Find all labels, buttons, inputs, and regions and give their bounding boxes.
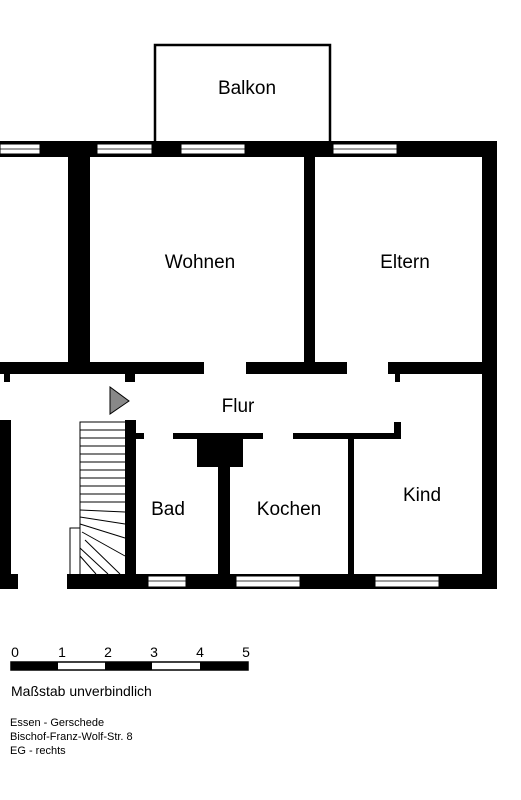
- wall-flur-lower-1: [173, 433, 263, 439]
- scale-tick-3: 3: [150, 644, 158, 660]
- room-label-bad: Bad: [151, 499, 185, 520]
- window-bottom-2: [235, 575, 301, 588]
- wall-wohnen-eltern: [304, 141, 315, 373]
- address-floor: EG - rechts: [10, 745, 66, 757]
- top-wall: [0, 141, 497, 157]
- window-bottom-1: [147, 575, 187, 588]
- wall-kochen-kind: [348, 439, 354, 589]
- room-label-eltern: Eltern: [380, 252, 430, 273]
- scale-tick-1: 1: [58, 644, 66, 660]
- window-bottom-3: [374, 575, 440, 588]
- scale-bar: 0 1 2 3 4 5: [10, 644, 250, 671]
- wall-left-lower: [0, 420, 11, 589]
- wall-wohnen-left: [68, 141, 90, 373]
- bottom-wall: [0, 574, 497, 589]
- staircase: [69, 421, 126, 575]
- room-label-kochen: Kochen: [257, 499, 321, 520]
- room-label-flur: Flur: [222, 396, 255, 417]
- middle-wall: [0, 362, 497, 382]
- scale-tick-0: 0: [11, 644, 19, 660]
- address-block: Essen - Gerschede Bischof-Franz-Wolf-Str…: [10, 716, 133, 758]
- wall-flur-lower-2: [293, 433, 401, 439]
- room-label-wohnen: Wohnen: [165, 252, 235, 273]
- address-city: Essen - Gerschede: [10, 717, 105, 729]
- scale-tick-2: 2: [104, 644, 112, 660]
- scale-tick-4: 4: [196, 644, 204, 660]
- scale-tick-5: 5: [242, 644, 250, 660]
- chimney: [197, 439, 243, 467]
- wall-stair-right: [125, 420, 136, 589]
- address-street: Bischof-Franz-Wolf-Str. 8: [10, 731, 133, 743]
- wall-bad-kochen: [218, 467, 230, 589]
- room-label-balkon: Balkon: [218, 78, 276, 99]
- entrance-arrow-icon: [109, 386, 130, 415]
- scale-caption: Maßstab unverbindlich: [11, 683, 152, 699]
- room-label-kind: Kind: [403, 485, 441, 506]
